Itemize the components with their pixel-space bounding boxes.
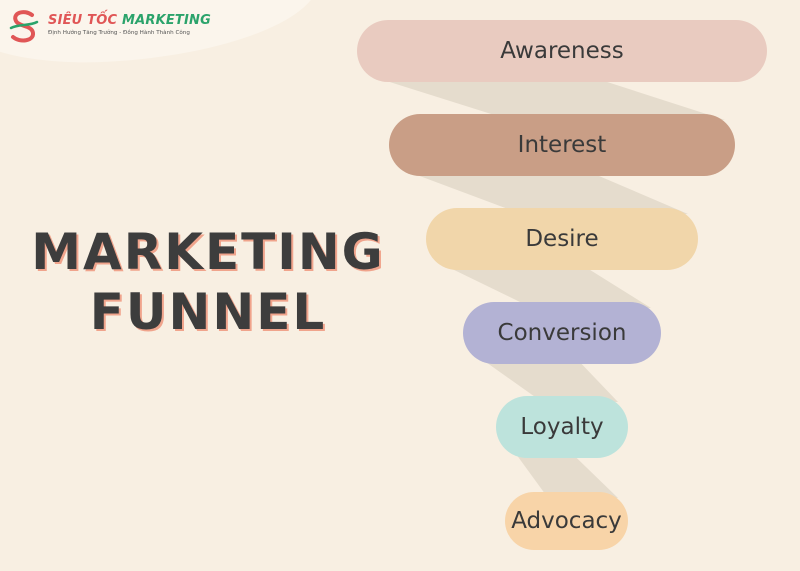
title-line-2: FUNNEL (89, 283, 327, 341)
funnel-stage-loyalty: Loyalty (496, 396, 628, 458)
funnel-stage-desire: Desire (426, 208, 698, 270)
brand-tagline: Định Hướng Tăng Trưởng - Đồng Hành Thành… (48, 30, 190, 36)
funnel-stage-awareness: Awareness (357, 20, 767, 82)
title-line-1: MARKETING (31, 223, 385, 281)
funnel-connector (483, 360, 618, 402)
brand-logo: SIÊU TỐC MARKETING Định Hướng Tăng Trưởn… (8, 8, 211, 48)
funnel-stage-interest: Interest (389, 114, 735, 176)
funnel-stage-advocacy: Advocacy (505, 492, 628, 550)
funnel-connector (409, 172, 688, 214)
funnel-connector (516, 454, 618, 498)
funnel-connector (377, 78, 725, 120)
funnel-connector (446, 266, 651, 308)
funnel-stage-conversion: Conversion (463, 302, 661, 364)
brand-name: SIÊU TỐC MARKETING (48, 13, 211, 28)
s-logo-icon (9, 10, 39, 43)
brand-name-part2: MARKETING (121, 13, 211, 28)
brand-name-part1: SIÊU TỐC (48, 13, 118, 28)
page-title: MARKETING FUNNEL (28, 222, 388, 342)
